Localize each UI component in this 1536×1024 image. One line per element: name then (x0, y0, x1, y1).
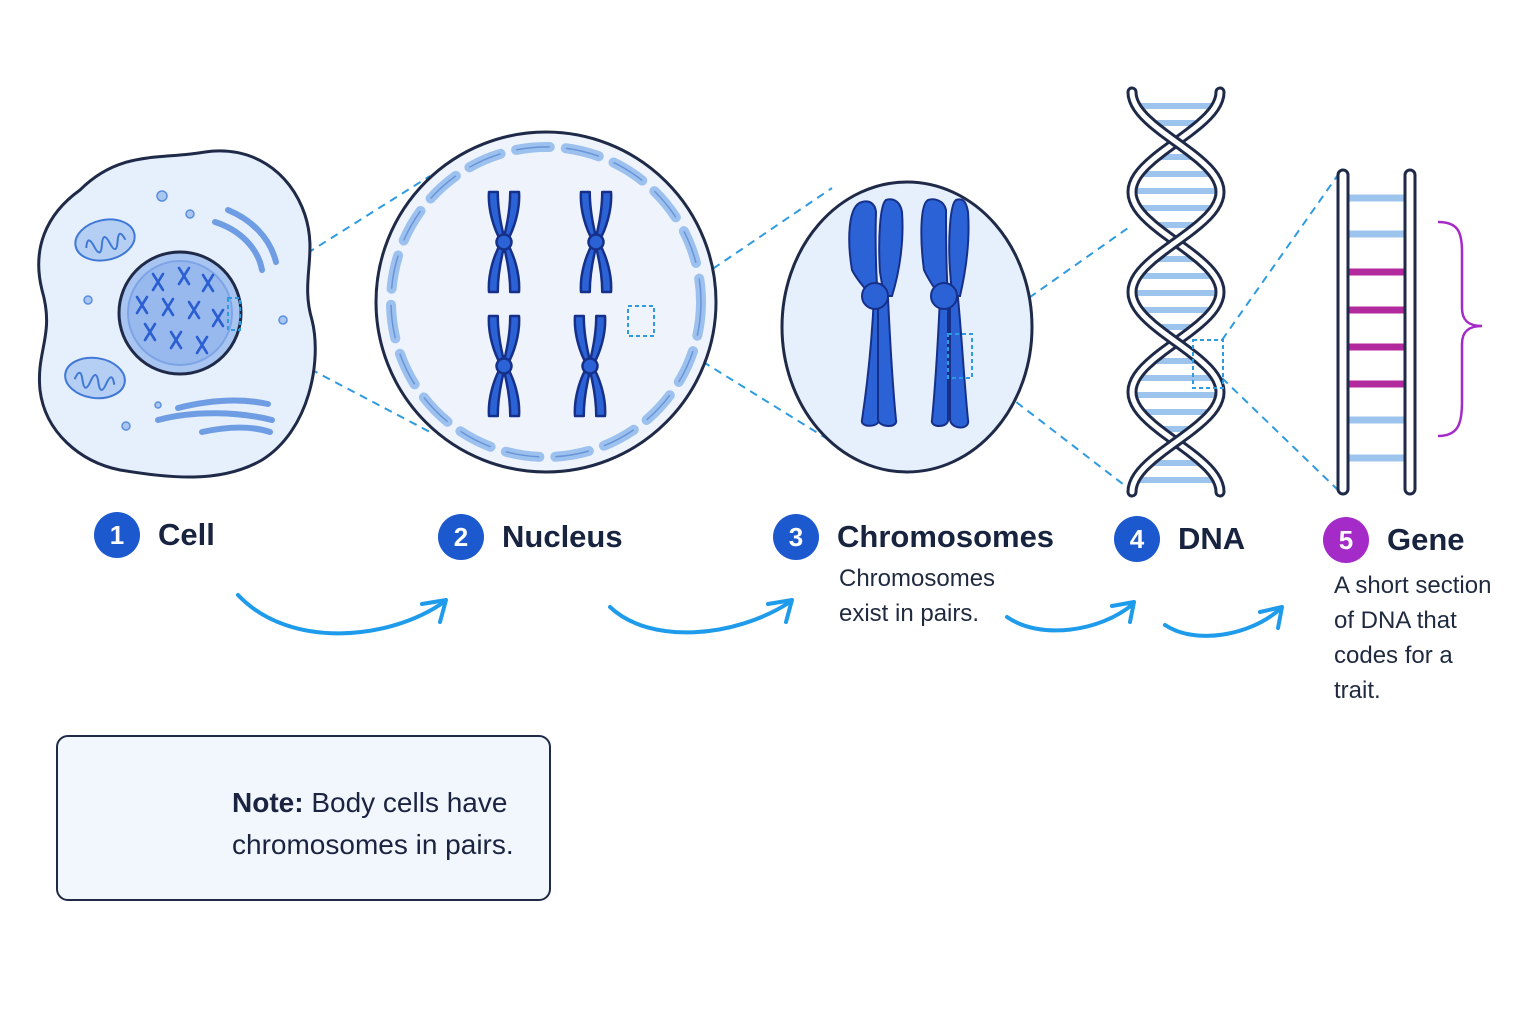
zoom-box (1192, 339, 1224, 389)
dna-strand (1129, 89, 1223, 495)
step-dna: 4 DNA (1114, 516, 1245, 562)
dna-strand (1129, 89, 1223, 495)
dna-helix-illustration (1126, 86, 1226, 498)
gene-description: A short section of DNA that codes for a … (1334, 568, 1529, 708)
step-label: Cell (158, 517, 215, 552)
description-line: of DNA that (1334, 607, 1457, 634)
step-label: Gene (1387, 522, 1465, 557)
step-gene: 5 Gene (1323, 517, 1465, 563)
description-line: trait. (1334, 677, 1381, 704)
curved-arrow-icon (1163, 607, 1282, 638)
step-number-badge: 2 (438, 514, 484, 560)
curved-arrow-icon (236, 593, 446, 636)
step-number-badge: 1 (94, 512, 140, 558)
step-nucleus: 2 Nucleus (438, 514, 623, 560)
note-text: Note: Body cells have chromosomes in pai… (232, 782, 542, 866)
note-heading: Note: (232, 787, 304, 818)
description-line: Chromosomes (839, 565, 996, 592)
gene-ladder-illustration (1336, 168, 1417, 496)
chromosome-pair-illustration (780, 180, 1034, 474)
step-number-badge: 3 (773, 514, 819, 560)
note-line-1: Body cells have (311, 787, 508, 818)
chromosomes-description: Chromosomes exist in pairs. (839, 561, 1079, 631)
brace-icon (1437, 220, 1483, 438)
step-number-badge: 5 (1323, 517, 1369, 563)
step-label: Chromosomes (837, 519, 1055, 554)
step-number-badge: 4 (1114, 516, 1160, 562)
curved-arrow-icon (1005, 602, 1135, 633)
gene-rail (1403, 168, 1417, 496)
flow-arrows (236, 593, 1284, 638)
description-line: A short section (1334, 572, 1492, 599)
note-box (56, 735, 551, 901)
curved-arrow-icon (608, 600, 792, 635)
description-line: codes for a (1334, 642, 1453, 669)
description-line: exist in pairs. (839, 600, 980, 627)
cell-illustration (37, 149, 317, 479)
nucleus-illustration (374, 130, 718, 474)
gene-rail (1336, 168, 1350, 496)
step-chromosomes: 3 Chromosomes (773, 514, 1054, 560)
step-label: DNA (1178, 521, 1246, 556)
step-label: Nucleus (502, 519, 623, 554)
step-cell: 1 Cell (94, 512, 215, 558)
note-line-2: chromosomes in pairs. (232, 829, 514, 860)
